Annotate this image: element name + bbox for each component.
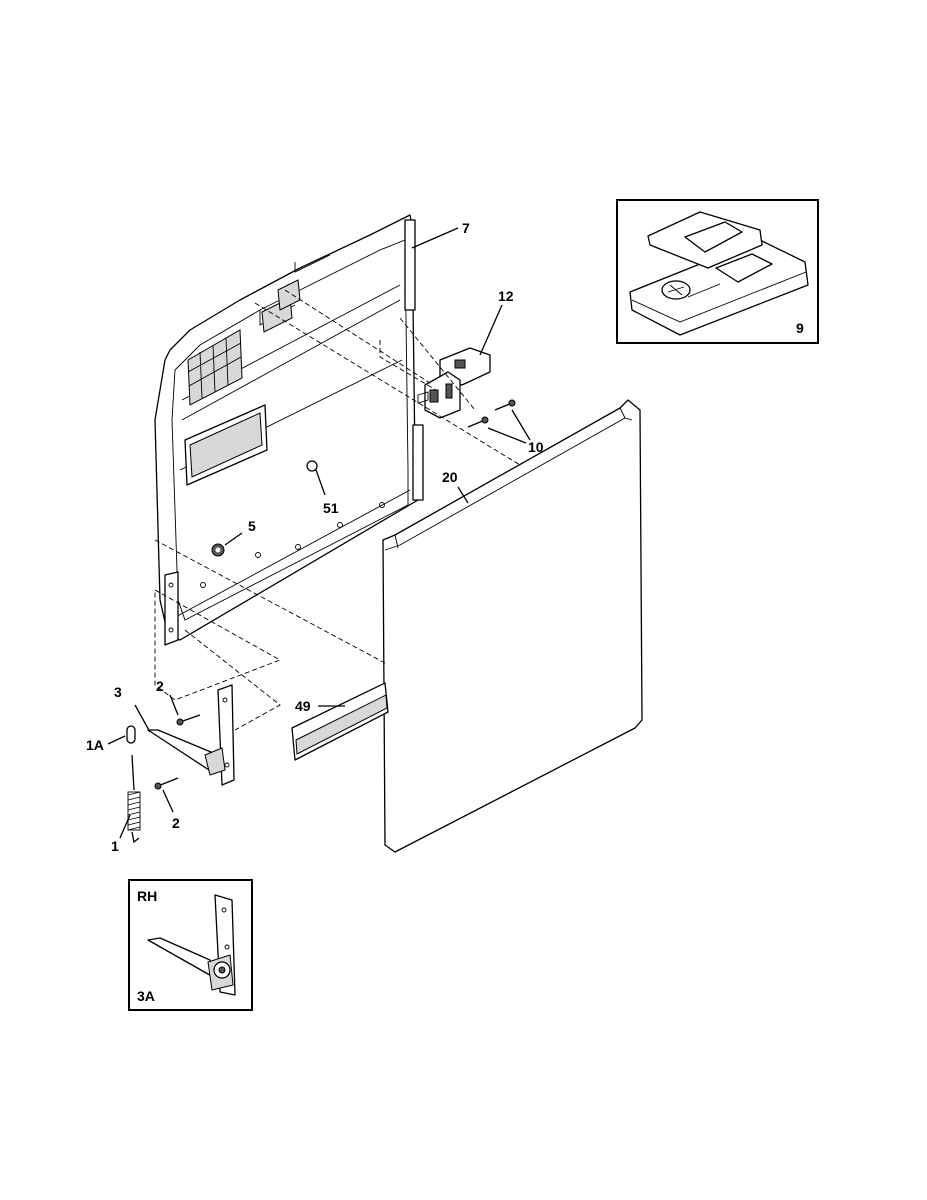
callout-5: 5 bbox=[248, 518, 256, 534]
hinge-arm-assembly bbox=[107, 684, 235, 844]
inset-rh-part: 3A bbox=[137, 988, 155, 1004]
callout-51: 51 bbox=[323, 500, 339, 516]
outer-door-panel bbox=[382, 399, 643, 853]
callout-2-lower: 2 bbox=[172, 815, 180, 831]
callout-1: 1 bbox=[111, 838, 119, 854]
rh-hinge-inset bbox=[128, 879, 253, 1011]
part-51-ring bbox=[306, 460, 326, 496]
callout-49: 49 bbox=[295, 698, 311, 714]
door-latch-assembly bbox=[417, 304, 503, 419]
callout-9: 9 bbox=[796, 320, 804, 336]
part-5-nut bbox=[211, 532, 243, 557]
callout-2-upper: 2 bbox=[156, 678, 164, 694]
vent-grille bbox=[187, 329, 243, 406]
dispenser-inset bbox=[616, 199, 819, 344]
inner-door-liner bbox=[154, 214, 424, 646]
callout-1A: 1A bbox=[86, 737, 104, 753]
callout-7: 7 bbox=[462, 220, 470, 236]
assembly-guide-lines bbox=[154, 289, 521, 731]
callout-12: 12 bbox=[498, 288, 514, 304]
callout-10: 10 bbox=[528, 439, 544, 455]
callout-20: 20 bbox=[442, 469, 458, 485]
part-49-trim-strip bbox=[291, 682, 389, 761]
callout-3: 3 bbox=[114, 684, 122, 700]
inset-rh-title: RH bbox=[137, 888, 157, 904]
part-10-screws bbox=[467, 399, 531, 444]
